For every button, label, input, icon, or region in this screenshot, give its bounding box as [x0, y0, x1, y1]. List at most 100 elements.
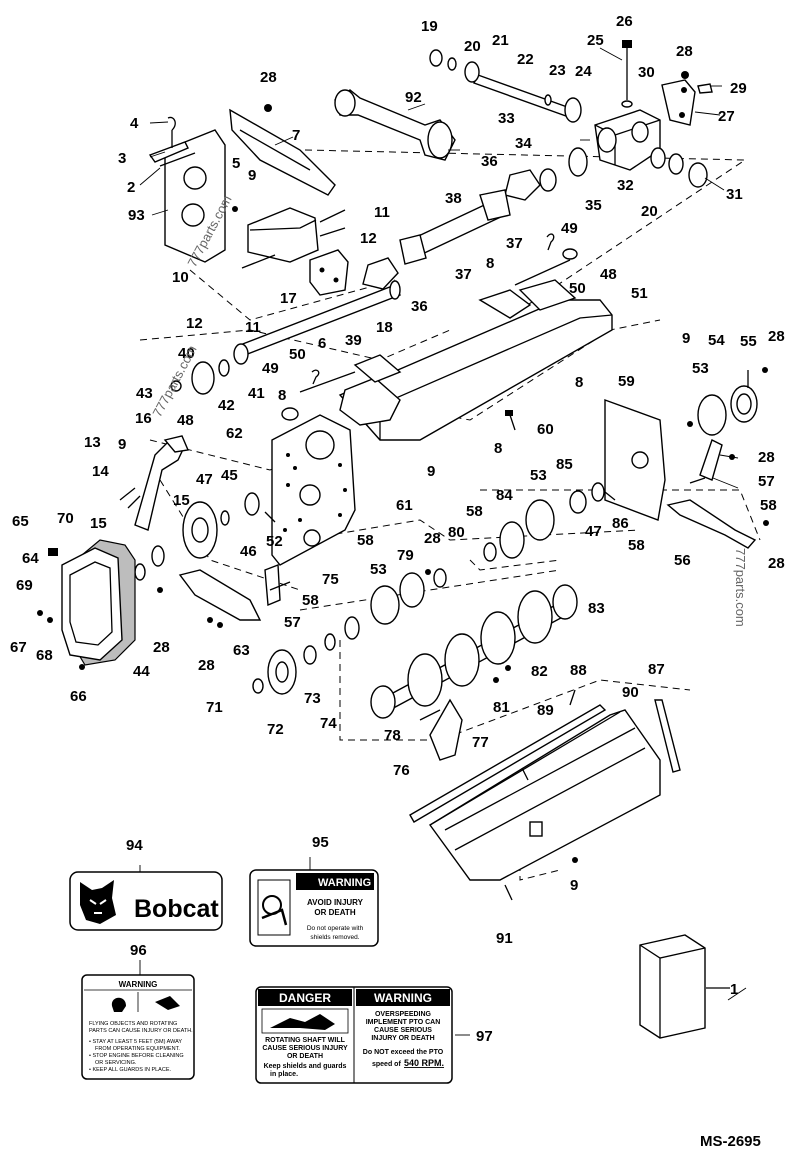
callout-36b: 36 — [411, 298, 428, 315]
callout-28c: 28 — [768, 328, 785, 345]
right-side-plate — [604, 367, 769, 549]
callout-53b: 53 — [530, 467, 547, 484]
bobcat-brand-text: Bobcat — [134, 895, 219, 923]
callout-28b: 28 — [260, 69, 277, 86]
callout-53c: 53 — [370, 561, 387, 578]
tiller-rotor — [370, 482, 605, 761]
callout-62: 62 — [226, 425, 243, 442]
decal-97-warning-line5: Do NOT exceed the PTO — [363, 1049, 444, 1056]
callout-15b: 15 — [173, 492, 190, 509]
callout-93: 93 — [128, 207, 145, 224]
callout-44: 44 — [133, 663, 150, 680]
callout-61: 61 — [396, 497, 413, 514]
decal-96-line1: FLYING OBJECTS AND ROTATING — [89, 1021, 177, 1027]
callout-58b: 58 — [466, 503, 483, 520]
callout-17: 17 — [280, 290, 297, 307]
callout-22: 22 — [517, 51, 534, 68]
callout-9d: 9 — [427, 463, 435, 480]
callout-9a: 9 — [248, 167, 256, 184]
callout-15a: 15 — [90, 515, 107, 532]
rear-shield — [409, 689, 681, 901]
callout-28f: 28 — [153, 639, 170, 656]
callout-40: 40 — [178, 345, 195, 362]
callout-85: 85 — [556, 456, 573, 473]
callout-37b: 37 — [455, 266, 472, 283]
callout-58a: 58 — [760, 497, 777, 514]
callout-13: 13 — [84, 434, 101, 451]
decal-97-danger-line4: Keep shields and guards — [264, 1063, 347, 1070]
callout-11b: 11 — [245, 319, 261, 336]
callout-59: 59 — [618, 373, 635, 390]
callout-7: 7 — [292, 127, 300, 144]
callout-58d: 58 — [357, 532, 374, 549]
callout-47a: 47 — [196, 471, 213, 488]
callout-64: 64 — [22, 550, 39, 567]
callout-82: 82 — [531, 663, 548, 680]
decal-96-line7: • KEEP ALL GUARDS IN PLACE. — [89, 1067, 171, 1073]
callout-91: 91 — [496, 930, 513, 947]
callout-9c: 9 — [118, 436, 126, 453]
callout-26: 26 — [616, 13, 633, 30]
callout-54: 54 — [708, 332, 725, 349]
callout-58c: 58 — [628, 537, 645, 554]
decal-95-line1: AVOID INJURY — [307, 898, 364, 907]
callout-20b: 20 — [641, 203, 658, 220]
callout-25: 25 — [587, 32, 604, 49]
callout-88: 88 — [570, 662, 587, 679]
decal-95-line4: shields removed. — [310, 934, 359, 941]
callout-28a: 28 — [676, 43, 693, 60]
callout-63: 63 — [233, 642, 250, 659]
callout-21: 21 — [492, 32, 509, 49]
callout-90: 90 — [622, 684, 639, 701]
callout-20a: 20 — [464, 38, 481, 55]
left-side-drive — [119, 343, 356, 581]
callout-35: 35 — [585, 197, 602, 214]
callout-49a: 49 — [561, 220, 578, 237]
callout-71: 71 — [206, 699, 223, 716]
callout-28g: 28 — [198, 657, 215, 674]
decal-95-header: WARNING — [318, 877, 371, 889]
callout-33: 33 — [498, 110, 515, 127]
callout-12b: 12 — [186, 315, 203, 332]
callout-83: 83 — [588, 600, 605, 617]
callout-labels: 1 2 3 4 5 6 7 8 8 8 8 9 9 9 9 9 10 11 11… — [10, 13, 785, 1045]
callout-67: 67 — [10, 639, 27, 656]
entanglement-figure-icon — [270, 1014, 335, 1030]
decal-95-line2: OR DEATH — [314, 908, 355, 917]
callout-46: 46 — [240, 543, 257, 560]
callout-49b: 49 — [262, 360, 279, 377]
callout-57b: 57 — [284, 614, 301, 631]
decal-97-warning-line6: speed of — [372, 1061, 401, 1068]
decal-97-warning-line1: OVERSPEEDING — [375, 1011, 432, 1018]
bobcat-head-logo — [80, 880, 116, 924]
callout-6: 6 — [318, 335, 326, 352]
decal-97-warning-line4: INJURY OR DEATH — [371, 1035, 434, 1042]
callout-60: 60 — [537, 421, 554, 438]
decal-97-warning-line2: IMPLEMENT PTO CAN — [366, 1019, 441, 1026]
callout-86: 86 — [612, 515, 629, 532]
callout-50b: 50 — [289, 346, 306, 363]
callout-37a: 37 — [506, 235, 523, 252]
callout-72: 72 — [267, 721, 284, 738]
callout-10: 10 — [172, 269, 189, 286]
callout-18: 18 — [376, 319, 393, 336]
decal-97-danger-header: DANGER — [279, 991, 331, 1005]
callout-70: 70 — [57, 510, 74, 527]
callout-81: 81 — [493, 699, 510, 716]
decal-96-line6: OR SERVICING. — [95, 1060, 137, 1066]
decal-96-line5: • STOP ENGINE BEFORE CLEANING — [89, 1053, 184, 1059]
callout-69: 69 — [16, 577, 33, 594]
callout-30: 30 — [638, 64, 655, 81]
decal-96-line3: • STAY AT LEAST 5 FEET (5M) AWAY — [89, 1039, 182, 1045]
callout-8d: 8 — [494, 440, 502, 457]
callout-77: 77 — [472, 734, 489, 751]
decal-97-danger-line5: in place. — [270, 1071, 298, 1078]
callout-4: 4 — [130, 115, 139, 132]
callout-3: 3 — [118, 150, 126, 167]
watermark-3: 777parts.com — [733, 548, 748, 627]
callout-65: 65 — [12, 513, 29, 530]
callout-48a: 48 — [600, 266, 617, 283]
callout-32: 32 — [617, 177, 634, 194]
callout-14: 14 — [92, 463, 109, 480]
left-drive-cover — [37, 539, 136, 670]
